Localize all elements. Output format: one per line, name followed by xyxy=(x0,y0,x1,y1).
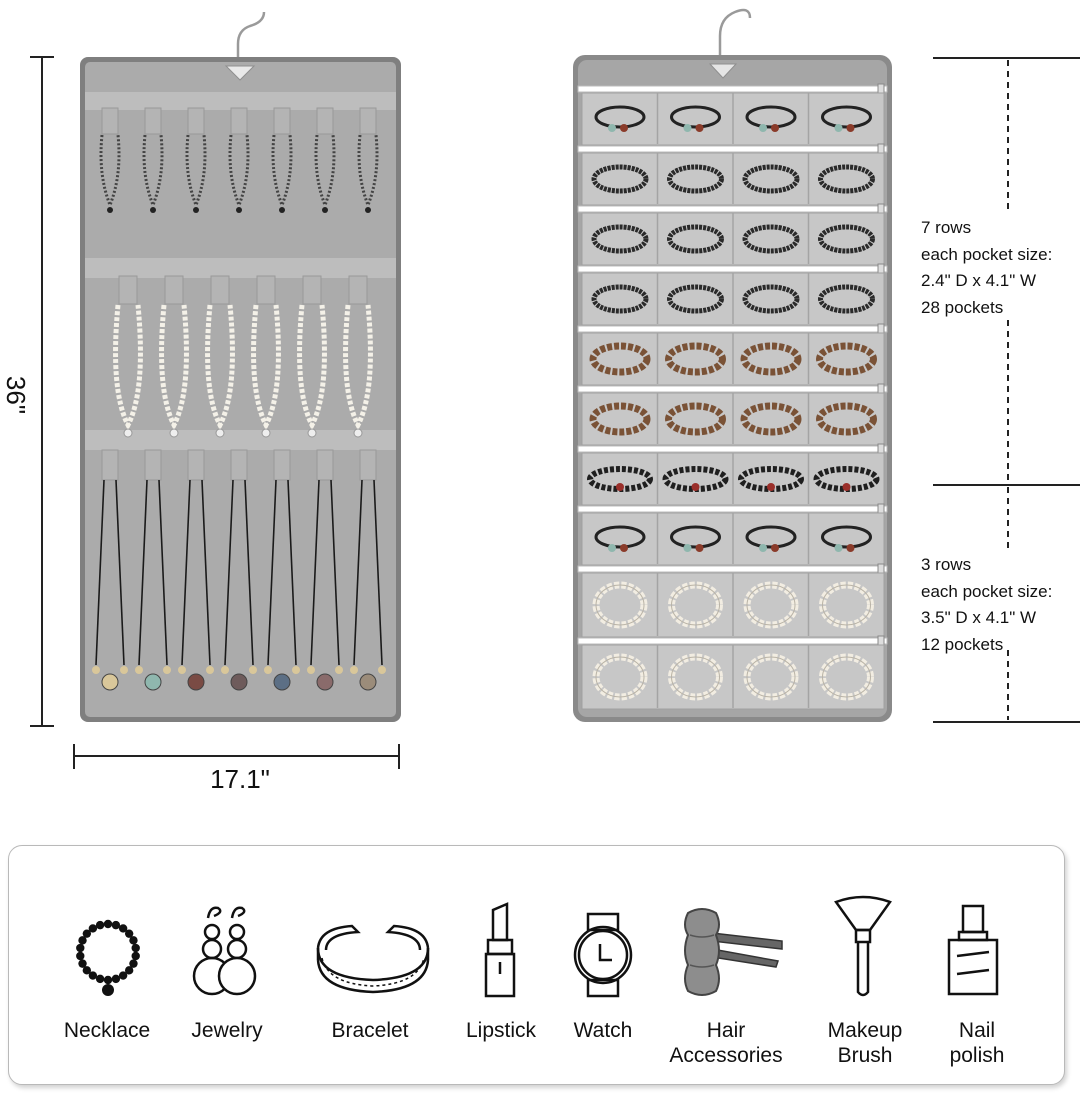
bottom-size-title: each pocket size: xyxy=(921,581,1053,601)
category-label-nail-polish: Nail polish xyxy=(949,1019,1005,1067)
top-size-title: each pocket size: xyxy=(921,244,1053,264)
category-label-lipstick: Lipstick xyxy=(465,1019,537,1042)
pocket-section-dimension-lines xyxy=(925,50,1082,730)
category-label-bracelet: Bracelet xyxy=(331,1019,409,1042)
bottom-rows-text: 3 rows xyxy=(921,555,972,574)
category-label-necklace: Necklace xyxy=(63,1019,151,1042)
hair-clip-icon xyxy=(682,905,792,1000)
necklace-icon xyxy=(68,910,148,1000)
nail-polish-icon xyxy=(943,900,1003,1000)
width-dimension-line xyxy=(72,742,402,772)
height-dimension-label: 36" xyxy=(1,375,31,415)
earring-icon xyxy=(190,900,260,1000)
watch-icon xyxy=(570,910,636,1000)
width-dimension-label: 17.1" xyxy=(210,764,270,794)
category-panel xyxy=(8,845,1065,1085)
makeup-brush-icon xyxy=(830,892,896,1002)
bracelet-icon xyxy=(308,918,438,998)
bottom-pocket-spec: 3 rows each pocket size: 3.5" D x 4.1" W… xyxy=(921,552,1052,658)
top-rows-text: 7 rows xyxy=(921,218,972,237)
bottom-size-text: 3.5" D x 4.1" W xyxy=(921,608,1037,627)
left-organizer-photo xyxy=(78,0,403,725)
top-pockets-text: 28 pockets xyxy=(921,297,1004,317)
top-size-text: 2.4" D x 4.1" W xyxy=(921,271,1037,290)
category-label-makeup-brush: Makeup Brush xyxy=(827,1019,903,1067)
category-label-watch: Watch xyxy=(573,1019,633,1042)
height-dimension-line xyxy=(22,55,62,730)
top-pocket-spec: 7 rows each pocket size: 2.4" D x 4.1" W… xyxy=(921,215,1052,321)
bottom-pockets-text: 12 pockets xyxy=(921,634,1004,654)
category-label-jewelry: Jewelry xyxy=(191,1019,263,1042)
right-organizer-photo xyxy=(570,0,895,725)
lipstick-icon xyxy=(478,900,522,1000)
category-label-hair-accessories: Hair Accessories xyxy=(669,1019,783,1067)
